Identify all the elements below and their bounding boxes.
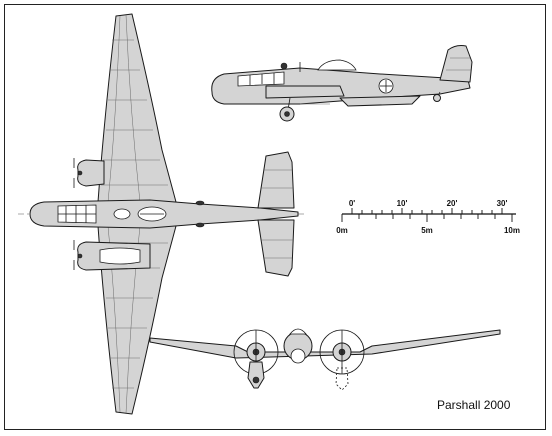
plan-engine-lower: [73, 240, 151, 271]
scale-label-0m: 0m: [336, 226, 348, 235]
scale-label-10m: 10m: [504, 226, 520, 235]
scale-label-5m: 5m: [421, 226, 433, 235]
side-tail-wheel: [433, 91, 441, 102]
plan-hatch: [113, 208, 131, 220]
front-wing: [149, 329, 501, 359]
side-view: [211, 45, 473, 122]
scale-label-30ft: 30': [497, 199, 508, 208]
scale-bar: 0' 10' 20' 30' 0m 5m 10m: [336, 199, 520, 235]
side-roundel: [378, 78, 394, 94]
credit-text: Parshall 2000: [437, 398, 511, 412]
side-engine-nacelle: [265, 85, 345, 99]
front-view: [149, 328, 501, 391]
scale-ticks-feet: [351, 208, 503, 214]
plan-cockpit: [57, 204, 97, 224]
front-engine-left: [233, 329, 279, 389]
lower-wing: [97, 225, 177, 415]
plan-tailplane-lower: [257, 219, 295, 277]
scale-label-0ft: 0': [349, 199, 355, 208]
plan-view: [18, 13, 306, 415]
front-nose-glazing: [290, 348, 306, 364]
side-cockpit: [237, 71, 285, 87]
plan-engine-upper: [73, 158, 105, 188]
scale-label-20ft: 20': [447, 199, 458, 208]
front-engine-right: [319, 329, 365, 391]
scale-ticks-metres: [341, 214, 513, 222]
plan-tailplane-upper: [257, 151, 295, 209]
side-dorsal-turret: [317, 59, 357, 71]
side-fin: [439, 45, 473, 83]
front-dorsal-turret: [289, 328, 307, 335]
side-main-gear: [279, 97, 295, 122]
side-ventral-gondola: [339, 95, 421, 107]
scale-label-10ft: 10': [397, 199, 408, 208]
